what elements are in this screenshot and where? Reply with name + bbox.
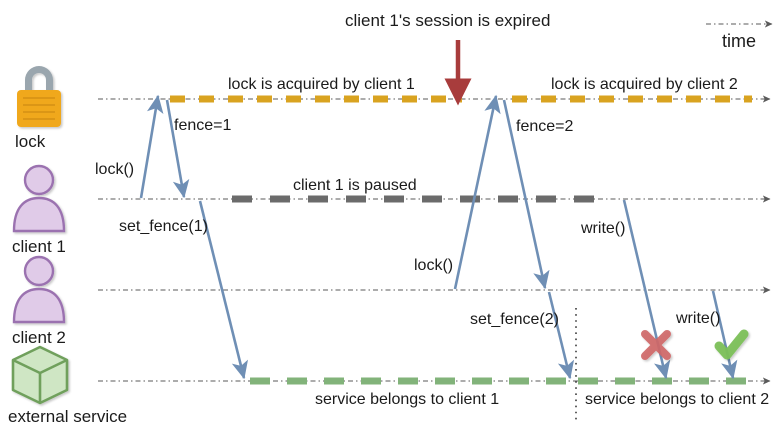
arrow-lock-call-client1 [139,94,164,199]
arrow-fence2-response [502,99,550,290]
label-set-fence2: set_fence(2) [470,311,559,328]
cube-icon [11,345,69,405]
red-x-icon [641,330,671,360]
person-icon-client2 [12,255,66,324]
arrow-set-fence1 [198,200,248,380]
time-axis-label: time [722,31,757,51]
lane-label-client1: client 1 [12,237,66,256]
lane-label-external-service: external service [8,407,128,426]
label-lock-call-client1: lock() [95,161,135,178]
note-service-belongs-client1: service belongs to client 1 [315,391,500,408]
arrow-write-client2 [711,290,738,380]
arrow-set-fence2 [547,291,575,380]
person-icon-client1 [12,164,66,233]
note-service-belongs-client2: service belongs to client 2 [585,391,770,408]
arrow-lock-call-client2 [453,94,501,290]
note-lock-held-client2: lock is acquired by client 2 [551,76,738,93]
session-expired-annotation: client 1's session is expired [345,11,551,30]
label-write-client2: write() [676,310,721,327]
arrow-fence1-response [165,99,190,199]
note-client1-paused: client 1 is paused [293,177,417,194]
lane-label-client2: client 2 [12,328,66,347]
padlock-icon [17,66,61,127]
label-lock-call-client2: lock() [414,257,454,274]
lane-label-lock: lock [15,132,46,151]
label-set-fence1: set_fence(1) [119,218,208,235]
green-check-icon [714,329,749,360]
label-write-client1: write() [581,220,626,237]
label-fence2: fence=2 [516,118,574,135]
note-lock-held-client1: lock is acquired by client 1 [228,76,415,93]
label-fence1: fence=1 [174,117,232,134]
